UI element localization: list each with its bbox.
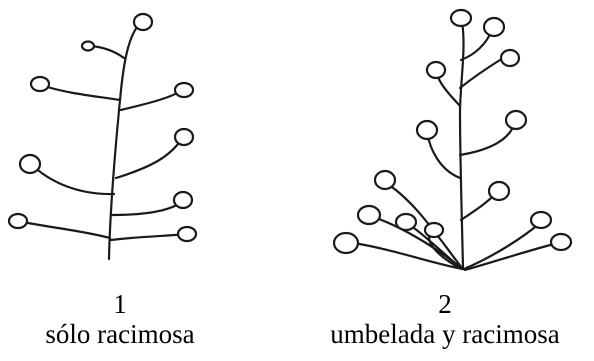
fig2-flower	[417, 121, 437, 139]
fig2-flower	[501, 50, 519, 66]
fig2-pedicel	[460, 122, 515, 155]
fig2-flower	[396, 214, 416, 230]
fig2-flower	[451, 10, 471, 26]
fig1-pedicel	[111, 234, 186, 240]
fig1-flower	[178, 227, 196, 241]
fig1-pedicel	[116, 137, 183, 178]
fig2-flower	[375, 171, 395, 189]
fig1-pedicel	[44, 86, 120, 100]
fig1-pedicel	[18, 221, 110, 238]
fig2-flower	[358, 206, 380, 224]
fig2-flower	[484, 18, 504, 36]
figure-2-umbel-raceme	[334, 10, 571, 270]
fig1-main-axis	[109, 27, 137, 259]
fig1-pedicel	[30, 163, 114, 194]
fig2-flower	[551, 234, 571, 250]
fig1-pedicel	[121, 90, 183, 110]
fig1-flower	[175, 83, 193, 97]
fig1-flower	[175, 129, 193, 145]
fig1-flower	[174, 192, 192, 208]
figure-1-caption: 1 sólo racimosa	[20, 289, 220, 349]
fig1-flower	[31, 77, 49, 91]
fig1-flower	[134, 14, 152, 30]
fig2-pedicel	[460, 60, 500, 88]
figure-2-label: umbelada y racimosa	[300, 319, 590, 349]
fig1-pedicel	[112, 201, 183, 215]
fig2-flower	[506, 111, 526, 129]
fig2-flower	[531, 212, 551, 228]
fig1-flower	[20, 155, 40, 173]
fig2-flower	[425, 223, 443, 237]
fig1-pedicel	[91, 46, 124, 58]
fig2-flower	[334, 233, 358, 253]
fig1-flower	[9, 214, 27, 228]
fig2-umbel-ray	[383, 181, 462, 268]
fig2-umbel-ray	[465, 243, 558, 270]
figure-2-caption: 2 umbelada y racimosa	[300, 289, 590, 349]
fig2-umbel-ray	[464, 223, 540, 269]
figure-2-number: 2	[300, 289, 590, 319]
figure-1-number: 1	[20, 289, 220, 319]
fig2-flower	[427, 62, 445, 78]
figure-1-raceme	[9, 14, 196, 259]
fig2-flower	[489, 182, 509, 200]
figure-1-label: sólo racimosa	[20, 319, 220, 349]
fig1-flower	[82, 42, 94, 51]
